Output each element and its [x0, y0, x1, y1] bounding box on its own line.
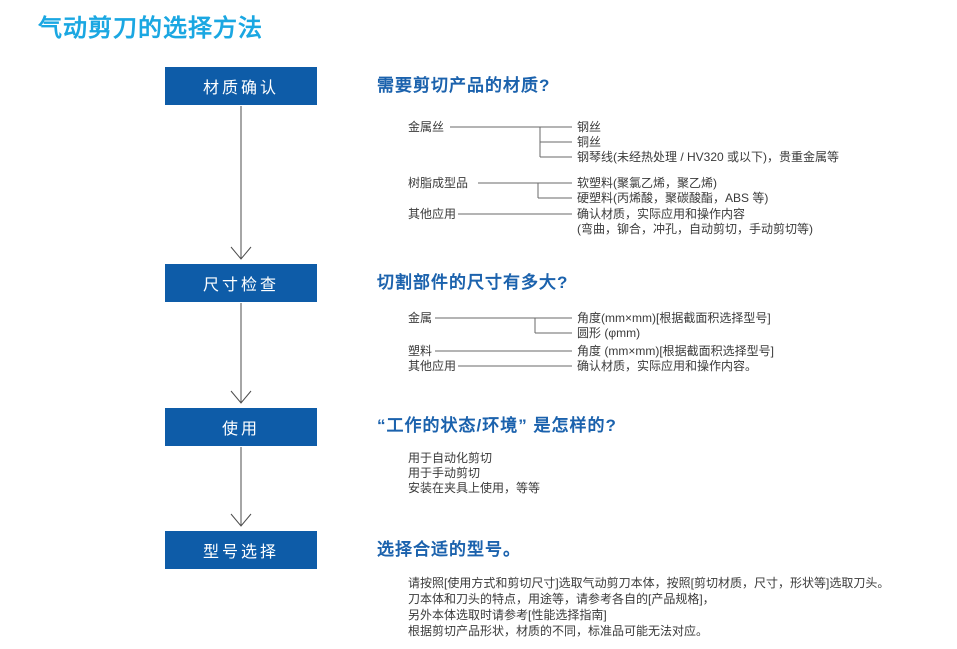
step1-heading: 需要剪切产品的材质?	[377, 76, 551, 95]
step2-leaf-item: 圆形 (φmm)	[577, 326, 641, 340]
step3-note: 安装在夹具上使用，等等	[408, 481, 541, 495]
step3-note: 用于自动化剪切	[408, 451, 493, 465]
step-box-model-select: 型号选择	[165, 531, 317, 569]
step3-heading: “工作的状态/环境” 是怎样的?	[377, 416, 617, 435]
flow-arrow-3	[230, 447, 252, 527]
step1-leaf-item: 硬塑料(丙烯酸，聚碳酸酯，ABS 等)	[577, 191, 769, 205]
step4-heading: 选择合适的型号。	[377, 540, 521, 559]
step2-branch-label: 其他应用	[408, 359, 457, 373]
step1-branch-label: 其他应用	[408, 207, 457, 221]
tree-lines-step1	[450, 126, 572, 215]
step1-leaf-item: 钢琴线(未经热处理 / HV320 或以下)，贵重金属等	[577, 150, 840, 164]
step1-branch-label: 金属丝	[408, 120, 445, 134]
step4-note: 请按照[使用方式和剪切尺寸]选取气动剪刀本体，按照[剪切材质，尺寸，形状等]选取…	[408, 576, 890, 590]
step2-leaf-item: 角度(mm×mm)[根据截面积选择型号]	[577, 311, 771, 325]
step1-leaf-item: (弯曲，铆合，冲孔，自动剪切，手动剪切等)	[577, 222, 813, 236]
step2-branch-label: 金属	[408, 311, 433, 325]
flow-arrow-1	[230, 106, 252, 260]
page-title: 气动剪刀的选择方法	[38, 15, 263, 42]
step1-branch-label: 树脂成型品	[408, 176, 469, 190]
step2-heading: 切割部件的尺寸有多大?	[377, 273, 569, 292]
step-box-size-check: 尺寸检查	[165, 264, 317, 302]
step1-leaf-item: 钢丝	[577, 120, 602, 134]
step2-branch-label: 塑料	[408, 344, 433, 358]
step1-leaf-item: 铜丝	[577, 135, 602, 149]
flow-arrow-2	[230, 303, 252, 404]
step1-leaf-item: 软塑料(聚氯乙烯，聚乙烯)	[577, 176, 717, 190]
step3-note: 用于手动剪切	[408, 466, 481, 480]
step4-note: 刀本体和刀头的特点，用途等，请参考各自的[产品规格]，	[408, 592, 715, 606]
step2-leaf-item: 角度 (mm×mm)[根据截面积选择型号]	[577, 344, 774, 358]
step-box-usage: 使用	[165, 408, 317, 446]
step-box-material-check: 材质确认	[165, 67, 317, 105]
step4-note: 根据剪切产品形状，材质的不同，标准品可能无法对应。	[408, 624, 709, 638]
step4-note: 另外本体选取时请参考[性能选择指南]	[408, 608, 607, 622]
step1-leaf-item: 确认材质，实际应用和操作内容	[577, 207, 746, 221]
step2-leaf-item: 确认材质，实际应用和操作内容。	[577, 359, 758, 373]
